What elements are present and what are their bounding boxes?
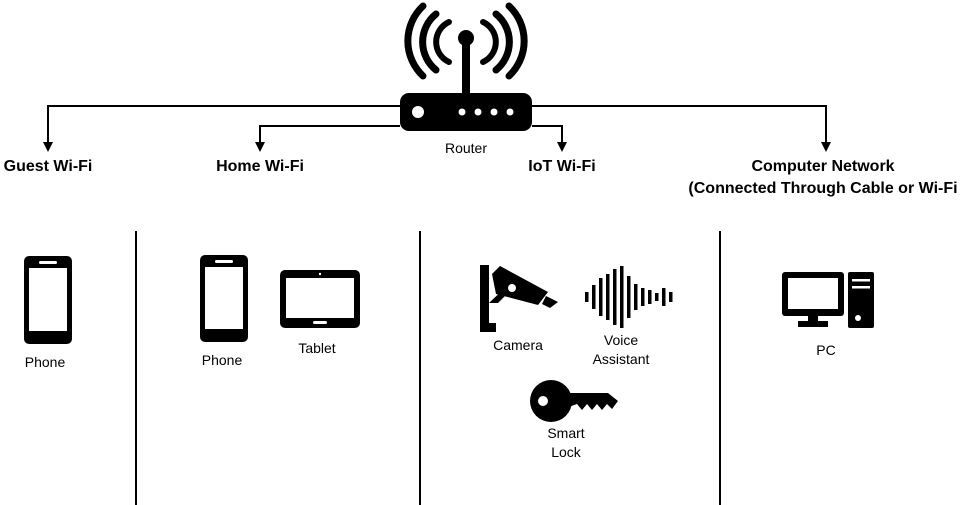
camera-icon <box>480 265 558 332</box>
key-icon <box>530 380 618 422</box>
voice-assistant-icon <box>585 266 673 328</box>
pc-icon <box>782 272 874 328</box>
device-label-guest-phone: Phone <box>24 354 66 370</box>
device-label-pc: PC <box>816 342 836 358</box>
column-dividers <box>135 231 721 505</box>
arrow-guest <box>43 105 400 152</box>
router-icon <box>400 30 532 131</box>
device-label-tablet: Tablet <box>298 340 336 356</box>
network-label-guest: Guest Wi-Fi <box>3 158 93 175</box>
arrow-iot <box>532 125 567 152</box>
tablet-icon <box>280 270 360 328</box>
device-label-camera: Camera <box>493 337 543 353</box>
device-label-smart-lock: Smart Lock <box>547 425 585 460</box>
network-label-computer: Computer Network (Connected Through Cabl… <box>688 158 958 197</box>
arrow-computer <box>532 105 831 152</box>
phone-icon <box>200 255 248 342</box>
device-label-voice-assistant: Voice Assistant <box>592 332 650 367</box>
wifi-waves-icon <box>404 2 528 80</box>
network-label-iot: IoT Wi-Fi <box>528 158 596 175</box>
network-label-home: Home Wi-Fi <box>216 158 304 175</box>
router-label: Router <box>444 140 488 156</box>
connector-lines <box>43 105 831 152</box>
arrow-home <box>255 125 400 152</box>
phone-icon <box>24 256 72 344</box>
device-label-home-phone: Phone <box>201 352 243 368</box>
